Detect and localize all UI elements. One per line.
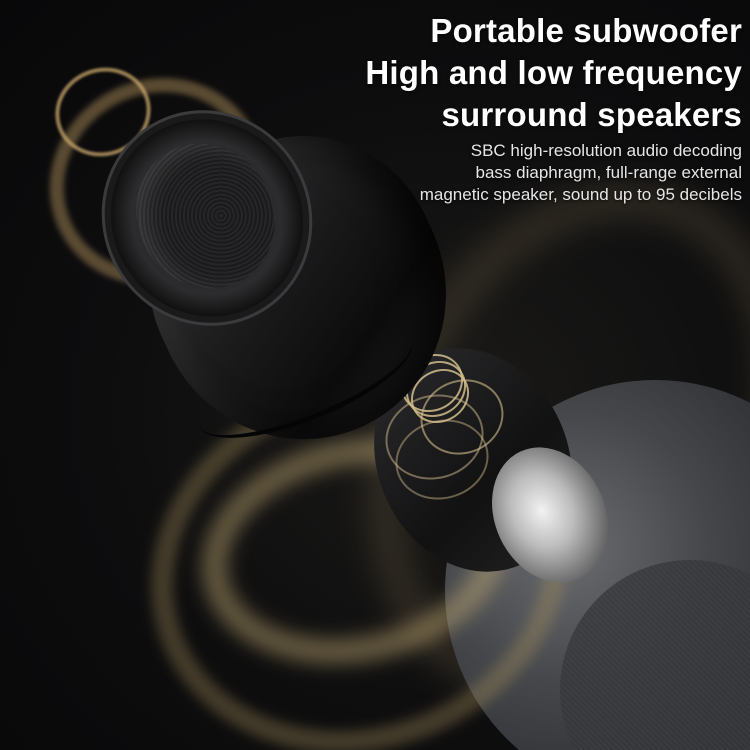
headline: Portable subwoofer High and low frequenc… (365, 10, 742, 136)
feature-description: SBC high-resolution audio decoding bass … (420, 140, 742, 206)
headline-line-3: surround speakers (441, 96, 742, 133)
description-line-2: bass diaphragm, full-range external (475, 163, 742, 182)
headline-line-1: Portable subwoofer (430, 12, 742, 49)
description-line-3: magnetic speaker, sound up to 95 decibel… (419, 185, 742, 204)
description-line-1: SBC high-resolution audio decoding (470, 141, 742, 160)
headline-line-2: High and low frequency (365, 54, 742, 91)
